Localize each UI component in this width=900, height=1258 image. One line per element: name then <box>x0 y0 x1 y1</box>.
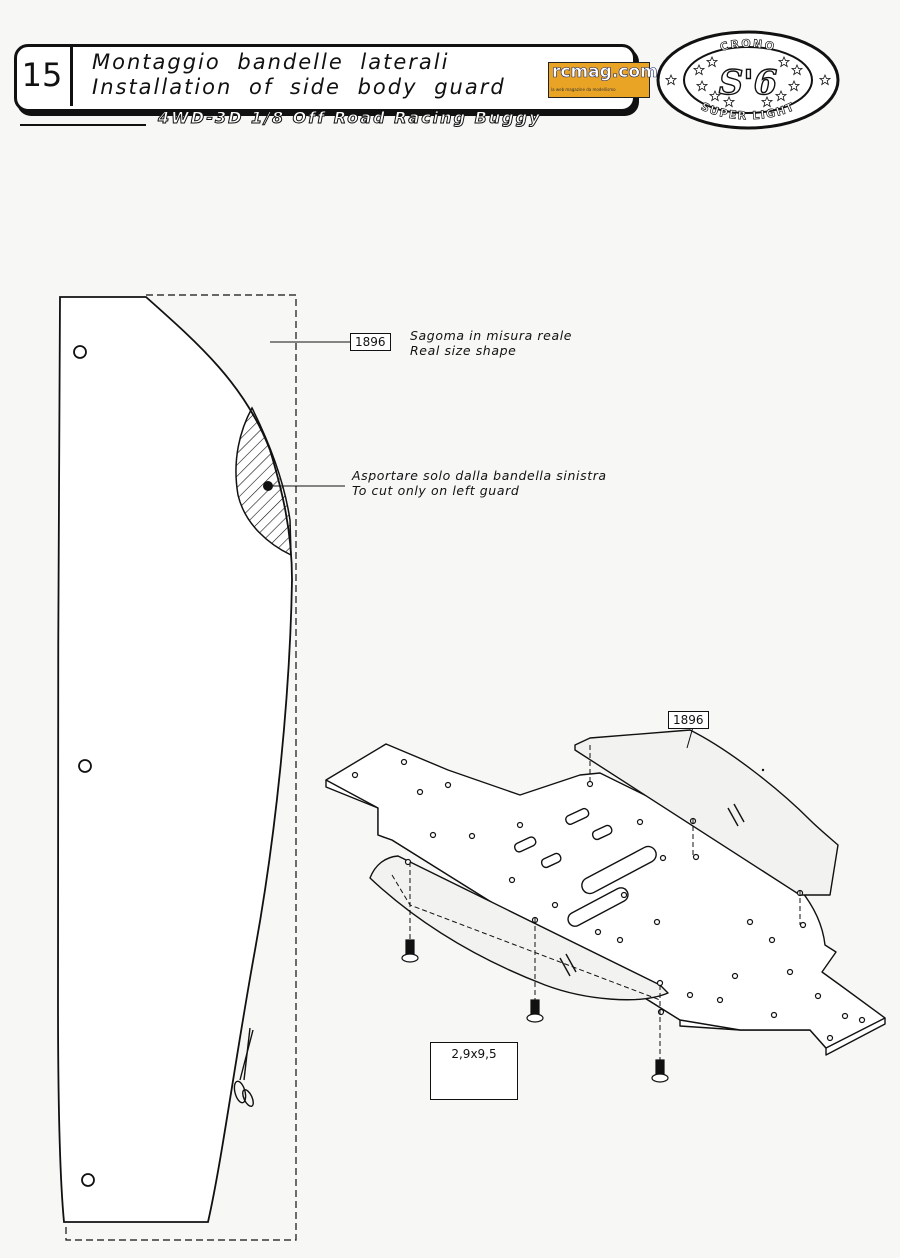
screw-size-label: 2,9x9,5 <box>451 1047 497 1061</box>
title-english: Installation of side body guard <box>92 75 506 99</box>
template-part-number: 1896 <box>350 333 391 351</box>
chassis-holes <box>351 758 866 1042</box>
mount-hole-middle <box>78 759 92 773</box>
scissors-icon <box>233 1027 254 1108</box>
chassis-slot <box>513 836 537 853</box>
template-note-italian: Sagoma in misura reale <box>410 328 573 343</box>
template-note: Sagoma in misura reale Real size shape <box>410 328 572 358</box>
side-guard-right <box>574 729 839 896</box>
assembly-leader-line <box>686 726 694 749</box>
cut-note-italian: Asportare solo dalla bandella sinistra <box>352 468 607 483</box>
screw-guide-lines <box>391 745 801 1060</box>
side-guard-left <box>369 855 669 1001</box>
dashed-outline <box>65 294 297 1241</box>
title-italian: Montaggio bandelle laterali <box>92 50 450 74</box>
chassis-slot-large <box>567 887 629 927</box>
rcmag-logo-text: rcmag.com <box>552 62 658 83</box>
mount-hole-bottom <box>81 1173 95 1187</box>
screw-icons <box>401 939 669 1083</box>
cut-leader-dot <box>263 481 273 491</box>
chassis-slot <box>540 852 562 869</box>
rcmag-logo-tagline: la web magazine da modellismo <box>551 87 616 92</box>
chassis-slot <box>591 824 613 841</box>
cut-note: Asportare solo dalla bandella sinistra T… <box>352 468 607 498</box>
screw-size-box: 2,9x9,5 <box>430 1042 518 1100</box>
template-note-english: Real size shape <box>410 343 517 358</box>
rcmag-logo: rcmag.com la web magazine da modellismo <box>548 62 658 98</box>
chassis-slot-large <box>581 845 657 895</box>
header-rule <box>20 124 146 126</box>
step-header-box <box>14 44 636 112</box>
cut-area-hatch <box>235 406 292 557</box>
subtitle: 4WD-3D 1/8 Off Road Racing Buggy <box>158 108 542 128</box>
chassis-slot <box>565 807 590 825</box>
step-number: 15 <box>14 44 73 106</box>
cut-note-english: To cut only on left guard <box>352 483 520 498</box>
assembly-part-number: 1896 <box>668 711 709 729</box>
mount-hole-top <box>73 345 87 359</box>
